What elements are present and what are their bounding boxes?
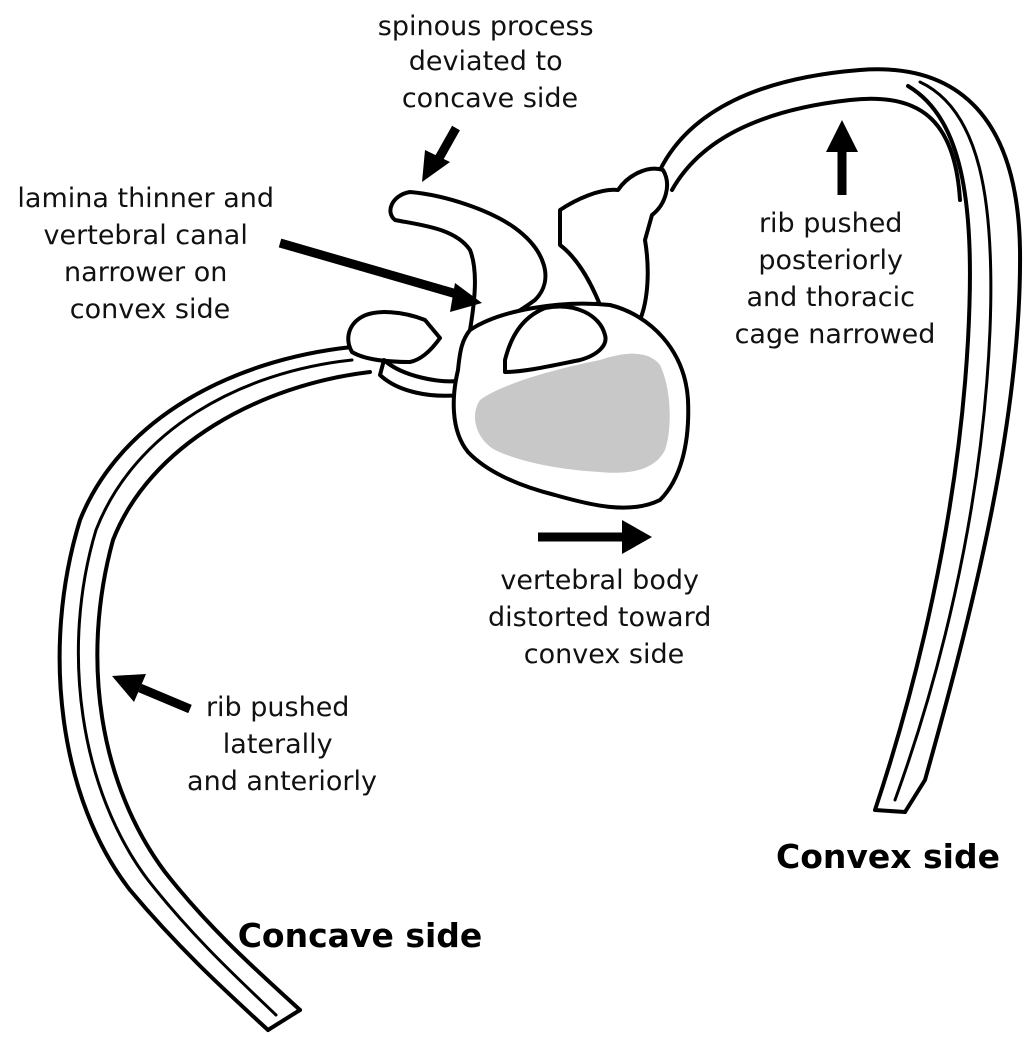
left-transverse-process <box>348 312 440 362</box>
label-spinous-process: spinous process deviated to concave side <box>378 11 602 114</box>
arrow-vertebral-body <box>538 520 652 554</box>
arrow-lamina <box>280 243 482 312</box>
label-convex-side: Convex side <box>776 837 1000 876</box>
label-vertebral-body: vertebral body distorted toward convex s… <box>488 565 720 670</box>
arrow-spinous <box>422 128 456 182</box>
label-rib-lateral: rib pushed laterally and anteriorly <box>187 692 377 797</box>
arrow-rib-lateral <box>112 674 190 709</box>
label-lamina: lamina thinner and vertebral canal narro… <box>17 183 282 325</box>
rib-head-left <box>380 360 465 396</box>
vertebra <box>348 169 688 508</box>
arrow-rib-posterior <box>826 120 858 195</box>
label-rib-posterior: rib pushed posteriorly and thoracic cage… <box>735 208 936 350</box>
label-concave-side: Concave side <box>238 916 483 955</box>
